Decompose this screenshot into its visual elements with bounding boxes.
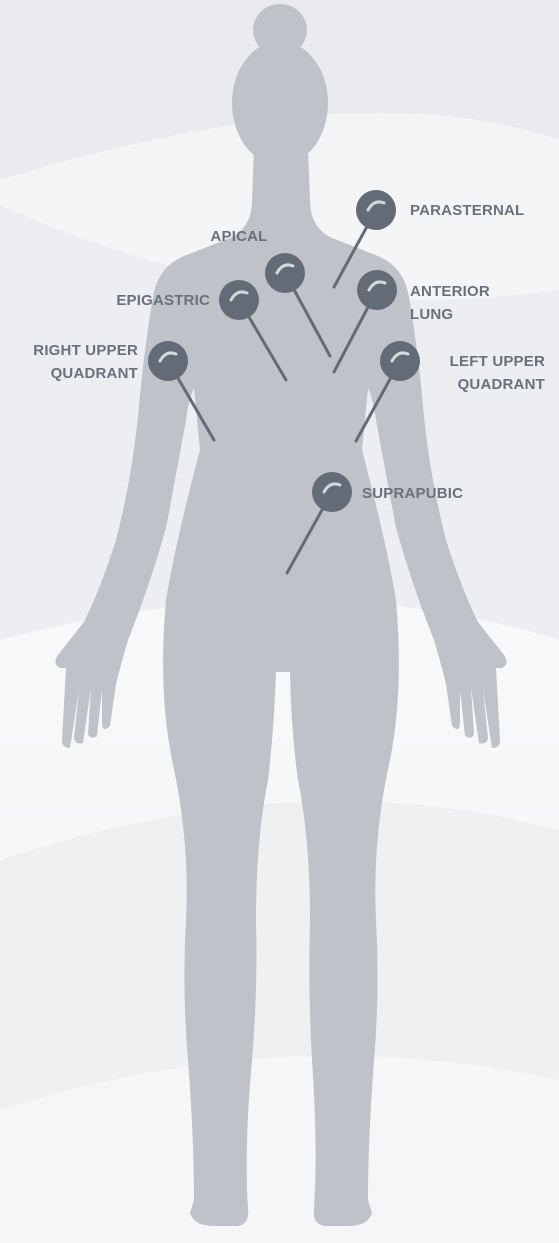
pin-head-icon (356, 190, 396, 230)
label-right-upper-quadrant-line-2: QUADRANT (51, 365, 138, 382)
label-anterior-lung-line-1: ANTERIOR (410, 283, 490, 300)
pin-head-icon (380, 341, 420, 381)
pin-head-icon (219, 280, 259, 320)
label-epigastric: EPIGASTRIC (116, 292, 210, 309)
label-right-upper-quadrant-line-1: RIGHT UPPER (33, 342, 138, 359)
label-left-upper-quadrant-line-1: LEFT UPPER (450, 353, 545, 370)
pin-head-icon (312, 472, 352, 512)
head (232, 41, 328, 165)
label-parasternal: PARASTERNAL (410, 202, 524, 219)
label-apical: APICAL (210, 228, 267, 245)
pin-head-icon (148, 341, 188, 381)
label-suprapubic: SUPRAPUBIC (362, 485, 463, 502)
label-left-upper-quadrant-line-2: QUADRANT (458, 376, 545, 393)
label-anterior-lung-line-2: LUNG (410, 306, 453, 323)
pin-head-icon (265, 253, 305, 293)
pin-head-icon (357, 270, 397, 310)
